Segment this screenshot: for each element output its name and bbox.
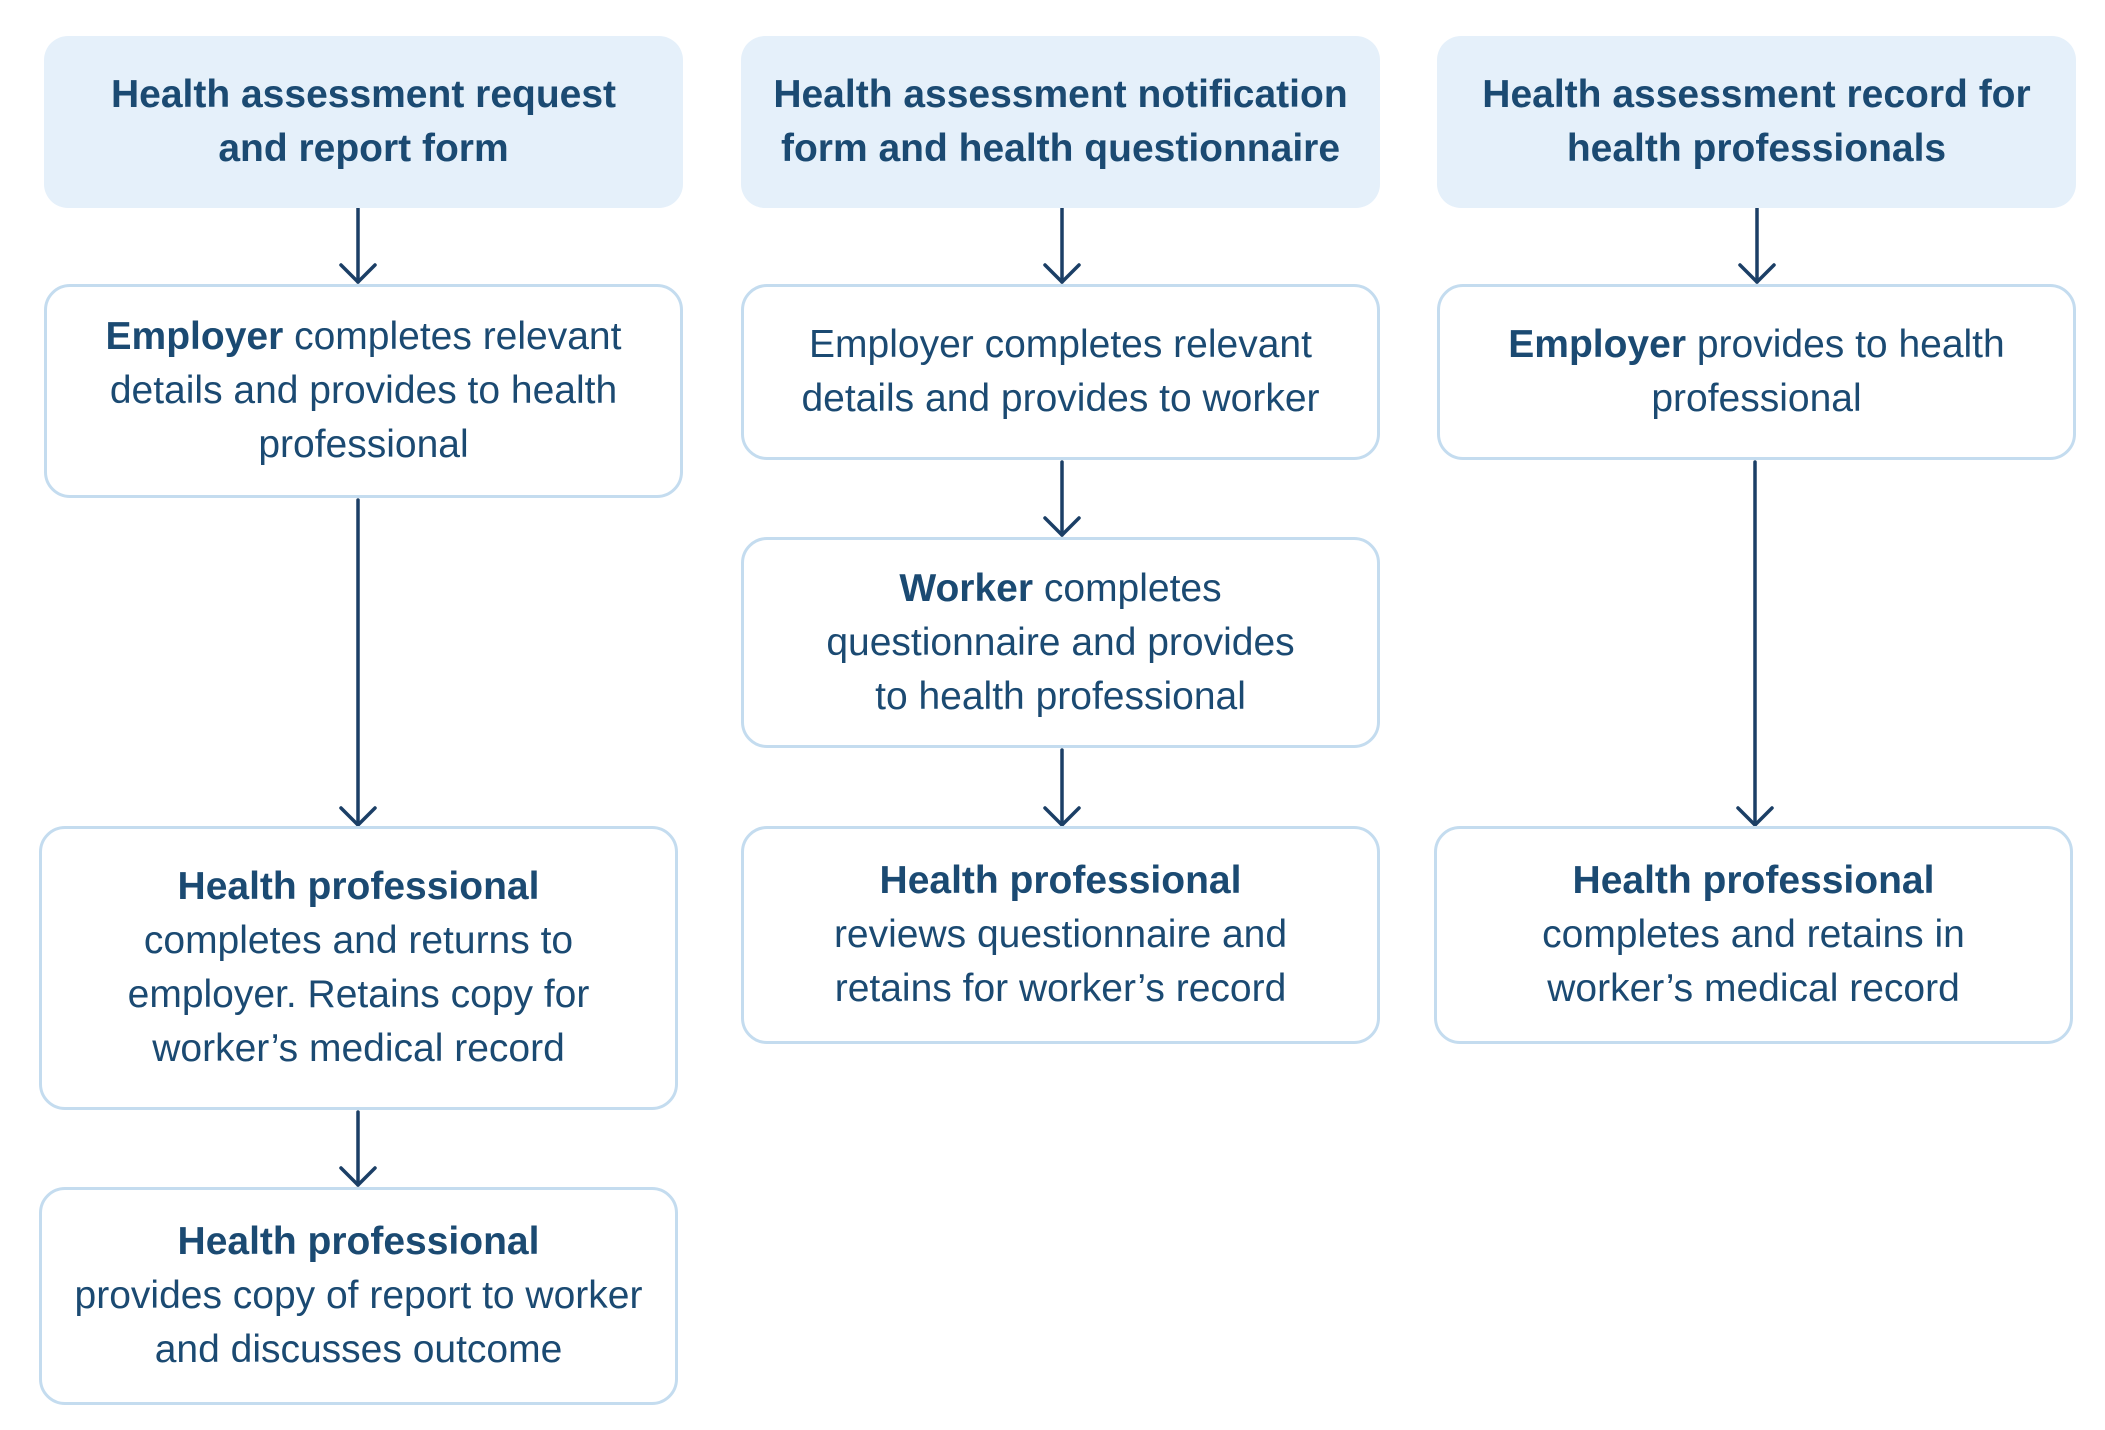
- col2-step3-health-professional: Health professional reviews questionnaire…: [741, 826, 1380, 1044]
- col1-step3-action: provides copy of report to worker and di…: [74, 1274, 643, 1371]
- col1-header-text: Health assessment request and report for…: [110, 73, 617, 170]
- col2-step1-employer: Employer completes relevant details and …: [741, 284, 1380, 460]
- col2-step2-action: completes questionnaire and provides to …: [826, 566, 1295, 718]
- col3-step2-health-professional: Health professional completes and retains…: [1434, 826, 2073, 1044]
- col2-step1-action: Employer completes relevant details and …: [801, 323, 1320, 420]
- col3-step1-action: provides to health professional: [1651, 323, 2005, 420]
- col3-step1-employer: Employer provides to health professional: [1437, 284, 2076, 460]
- col3-step1-actor: Employer: [1508, 323, 1686, 366]
- arrow-col1-header-to-step1: [339, 206, 377, 284]
- col1-step2-actor: Health professional: [177, 865, 540, 908]
- arrow-col2-step1-to-step2: [1043, 460, 1081, 537]
- arrow-col1-step2-to-step3: [339, 1110, 377, 1187]
- arrow-col2-header-to-step1: [1043, 206, 1081, 284]
- col1-header: Health assessment request and report for…: [44, 36, 683, 208]
- col1-step3-health-professional: Health professional provides copy of repo…: [39, 1187, 678, 1405]
- col2-header-text: Health assessment notification form and …: [773, 73, 1348, 170]
- col3-step2-action: completes and retains in worker’s medica…: [1542, 913, 1965, 1010]
- arrow-col3-step1-to-step2: [1736, 460, 1774, 827]
- col1-step2-health-professional: Health professional completes and returns…: [39, 826, 678, 1110]
- col3-step2-actor: Health professional: [1572, 859, 1935, 902]
- col1-step1-actor: Employer: [105, 315, 284, 358]
- col2-step3-action: reviews questionnaire and retains for wo…: [833, 913, 1288, 1010]
- col2-step2-actor: Worker: [899, 566, 1034, 610]
- col1-step1-employer: Employer completes relevant details and …: [44, 284, 683, 498]
- arrow-col2-step2-to-step3: [1043, 748, 1081, 827]
- col1-step3-actor: Health professional: [177, 1220, 540, 1263]
- arrow-col3-header-to-step1: [1738, 206, 1776, 284]
- col3-header: Health assessment record for health prof…: [1437, 36, 2076, 208]
- col2-header: Health assessment notification form and …: [741, 36, 1380, 208]
- col1-step1-action: completes relevant details and provides …: [109, 315, 622, 466]
- col3-header-text: Health assessment record for health prof…: [1482, 73, 2031, 170]
- col2-step3-actor: Health professional: [879, 859, 1242, 902]
- arrow-col1-step1-to-step2: [339, 498, 377, 827]
- col1-step2-action: completes and returns to employer. Retai…: [127, 919, 590, 1070]
- col2-step2-worker: Worker completes questionnaire and provi…: [741, 537, 1380, 748]
